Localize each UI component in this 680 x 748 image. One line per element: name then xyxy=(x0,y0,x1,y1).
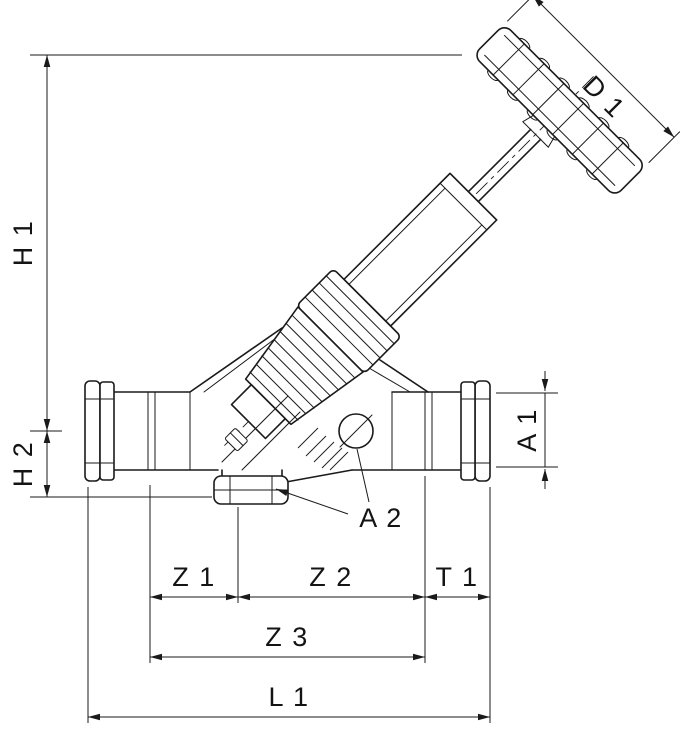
ribbed-bonnet xyxy=(244,306,364,426)
label-z2: Z 2 xyxy=(309,562,353,592)
angled-seat-detail xyxy=(221,395,349,471)
label-h1: H 1 xyxy=(8,220,38,267)
side-port xyxy=(338,413,374,449)
label-a1: A 1 xyxy=(512,408,542,452)
label-z1: Z 1 xyxy=(172,562,216,592)
bleed-screw xyxy=(225,428,248,451)
drain-plug xyxy=(213,475,289,505)
dimension-z2: Z 2 xyxy=(238,562,425,601)
label-t1: T 1 xyxy=(435,562,478,592)
right-press-fitting xyxy=(460,380,491,482)
dimension-l1: L 1 xyxy=(88,682,490,721)
dimension-t1: T 1 xyxy=(425,562,490,601)
valve-stem xyxy=(466,128,542,204)
label-z3: Z 3 xyxy=(265,622,309,652)
dimension-h1: H 1 xyxy=(8,55,51,431)
dimension-a1: A 1 xyxy=(512,371,549,489)
bonnet-assembly: D 1 xyxy=(224,0,680,446)
label-a2: A 2 xyxy=(359,503,403,533)
label-h2: H 2 xyxy=(8,441,38,488)
dimension-h2: H 2 xyxy=(8,431,51,497)
dimension-a2: A 2 xyxy=(275,448,403,533)
extension-lines xyxy=(30,54,558,723)
valve-body xyxy=(113,327,462,483)
label-l1: L 1 xyxy=(268,682,309,712)
left-press-fitting xyxy=(84,380,115,482)
dimension-z1: Z 1 xyxy=(150,562,238,601)
dimension-z3: Z 3 xyxy=(150,622,425,661)
bonnet-collar xyxy=(230,383,287,440)
gland-nut xyxy=(297,270,400,373)
